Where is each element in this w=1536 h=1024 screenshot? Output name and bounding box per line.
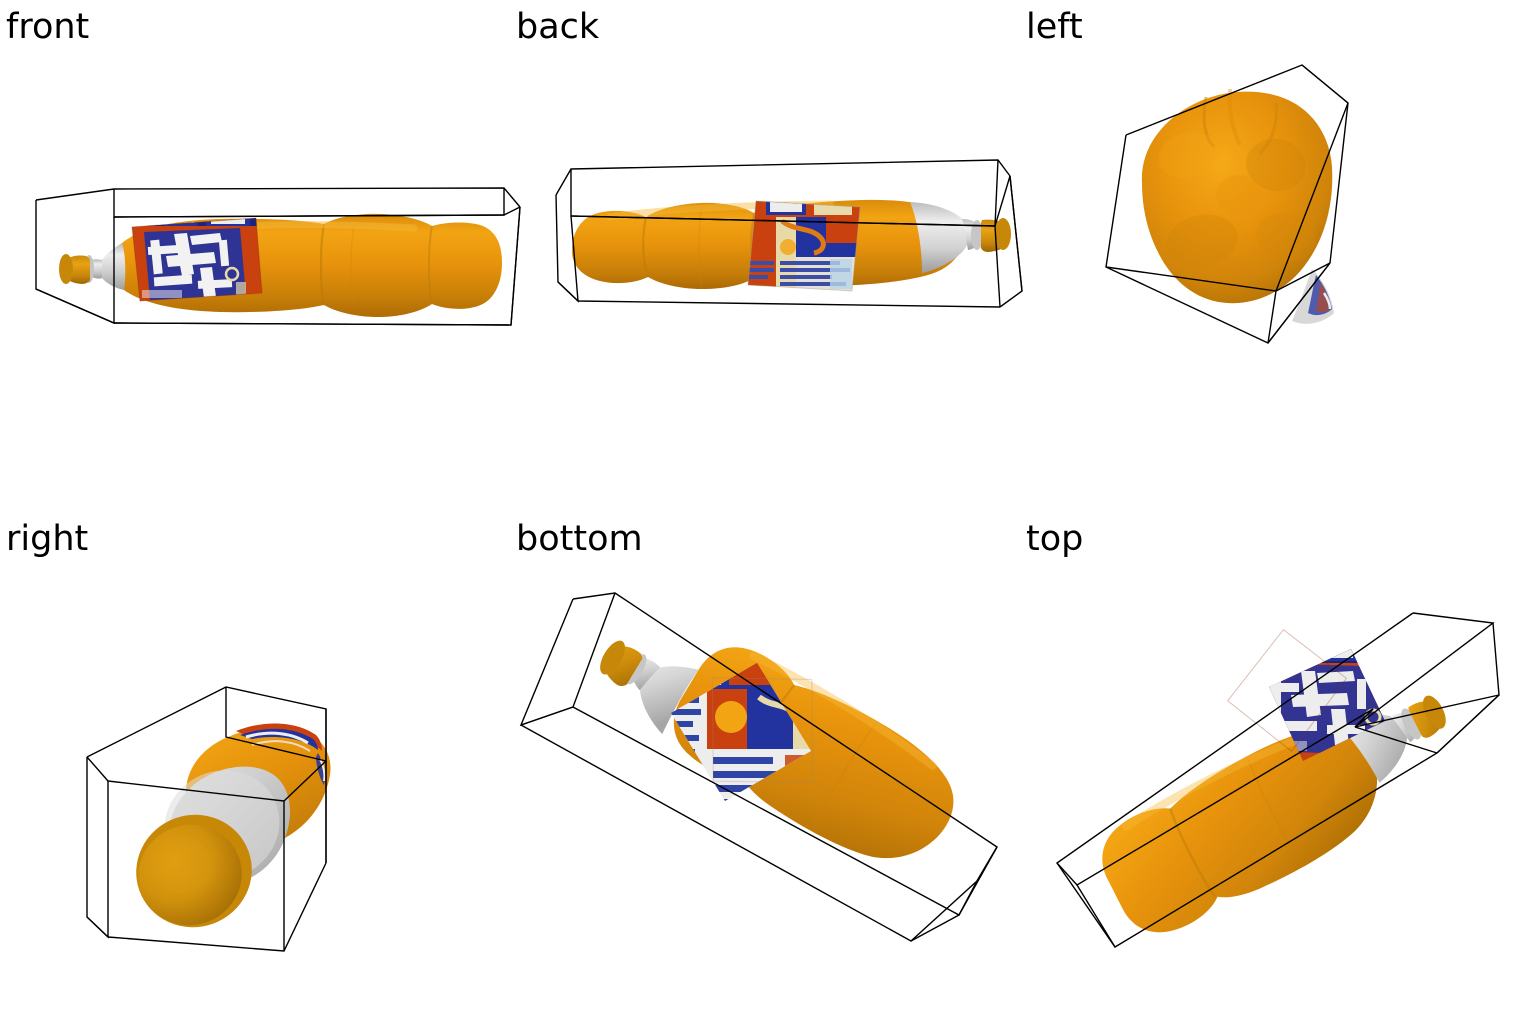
bottle-cap	[981, 218, 1011, 252]
view-top	[1055, 612, 1500, 948]
view-back	[555, 159, 1023, 308]
bottle-cap	[136, 814, 252, 928]
bottle-neck	[910, 202, 970, 273]
bbox-back	[555, 159, 1023, 308]
bottle-neck	[640, 666, 699, 735]
bottle-bottom	[600, 640, 954, 859]
panel-label-left: left	[1026, 7, 1083, 47]
panel-label-back: back	[516, 7, 600, 47]
bbox-left	[1105, 64, 1349, 344]
bottle-cap	[1408, 695, 1446, 738]
bbox-bottom	[519, 592, 998, 942]
bbox-right	[86, 686, 327, 952]
bottle-right-endon	[136, 723, 331, 928]
bottle-front	[59, 213, 502, 317]
bbox-front	[35, 187, 521, 326]
view-right	[86, 686, 331, 952]
panel-label-front: front	[6, 7, 90, 47]
bottle-base	[1141, 91, 1333, 304]
bottle-label-sliver	[1292, 269, 1334, 324]
bottle-back	[572, 199, 1011, 292]
panel-label-top: top	[1026, 519, 1084, 559]
bottle-body	[1102, 728, 1378, 933]
bottle-label	[748, 201, 860, 291]
bottle-left-endon	[1141, 88, 1334, 324]
panel-label-right: right	[6, 519, 89, 559]
view-bottom	[519, 592, 998, 942]
view-front	[35, 187, 521, 326]
bottle-label	[132, 218, 262, 301]
bottle-cap	[59, 254, 90, 284]
bbox-top	[1055, 612, 1500, 948]
panel-label-bottom: bottom	[516, 519, 643, 559]
view-left	[1105, 64, 1349, 344]
bottle-neck	[99, 243, 126, 290]
bottle-cap	[600, 640, 643, 687]
bottle-top	[1102, 628, 1446, 933]
bottle-label	[236, 723, 326, 785]
